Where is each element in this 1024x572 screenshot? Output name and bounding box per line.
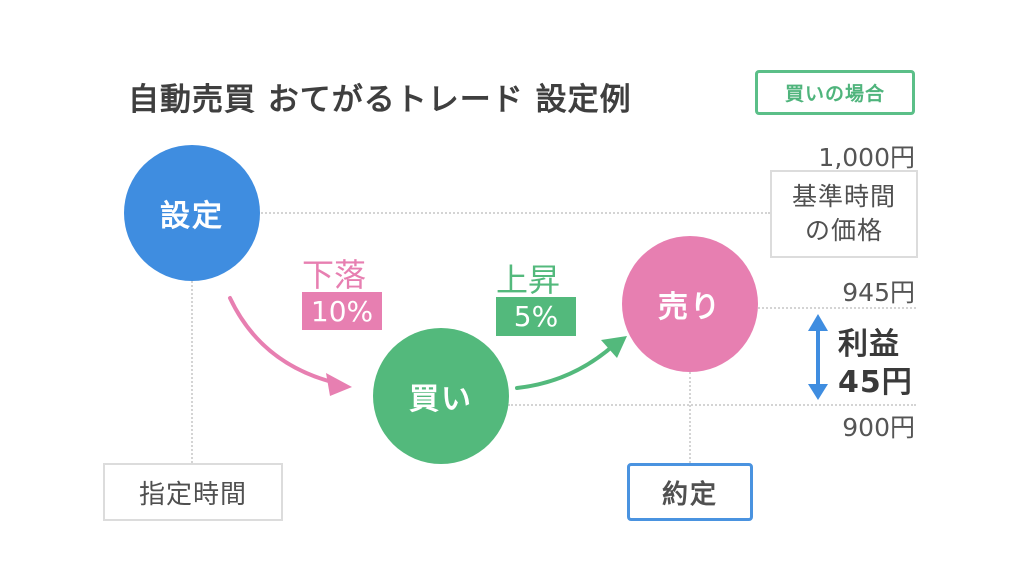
buy-node: 買い [373, 328, 509, 464]
up-percent-tag: 5% [496, 297, 576, 336]
base-price-label-line2: の価格 [804, 216, 883, 245]
buy-price-guide-line [508, 404, 916, 406]
profit-label: 利益 [838, 327, 900, 362]
specified-time-box: 指定時間 [103, 463, 283, 521]
sell-node: 売り [622, 236, 758, 372]
sell-price-guide-line [758, 307, 916, 309]
sell-price-value: 945円 [842, 278, 915, 307]
setting-node: 設定 [124, 145, 260, 281]
specified-time-guide-line [191, 281, 193, 463]
base-price-box: 基準時間 の価格 [770, 170, 918, 258]
base-price-value: 1,000円 [818, 143, 915, 172]
base-price-label-line1: 基準時間 [791, 182, 896, 211]
profit-amount: 45円 [838, 365, 913, 400]
execution-box: 約定 [627, 463, 753, 521]
diagram-title: 自動売買 おてがるトレード 設定例 [128, 82, 632, 118]
buy-price-value: 900円 [842, 413, 915, 442]
profit-double-arrow-icon [808, 314, 828, 400]
up-arrow-icon [515, 336, 627, 390]
buy-case-badge: 買いの場合 [755, 70, 915, 115]
down-label: 下落 [302, 256, 367, 294]
down-percent-tag: 10% [302, 292, 382, 330]
up-label: 上昇 [496, 261, 561, 299]
base-price-guide-line [258, 212, 770, 214]
down-arrow-icon [228, 296, 352, 396]
execution-guide-line [689, 372, 691, 463]
